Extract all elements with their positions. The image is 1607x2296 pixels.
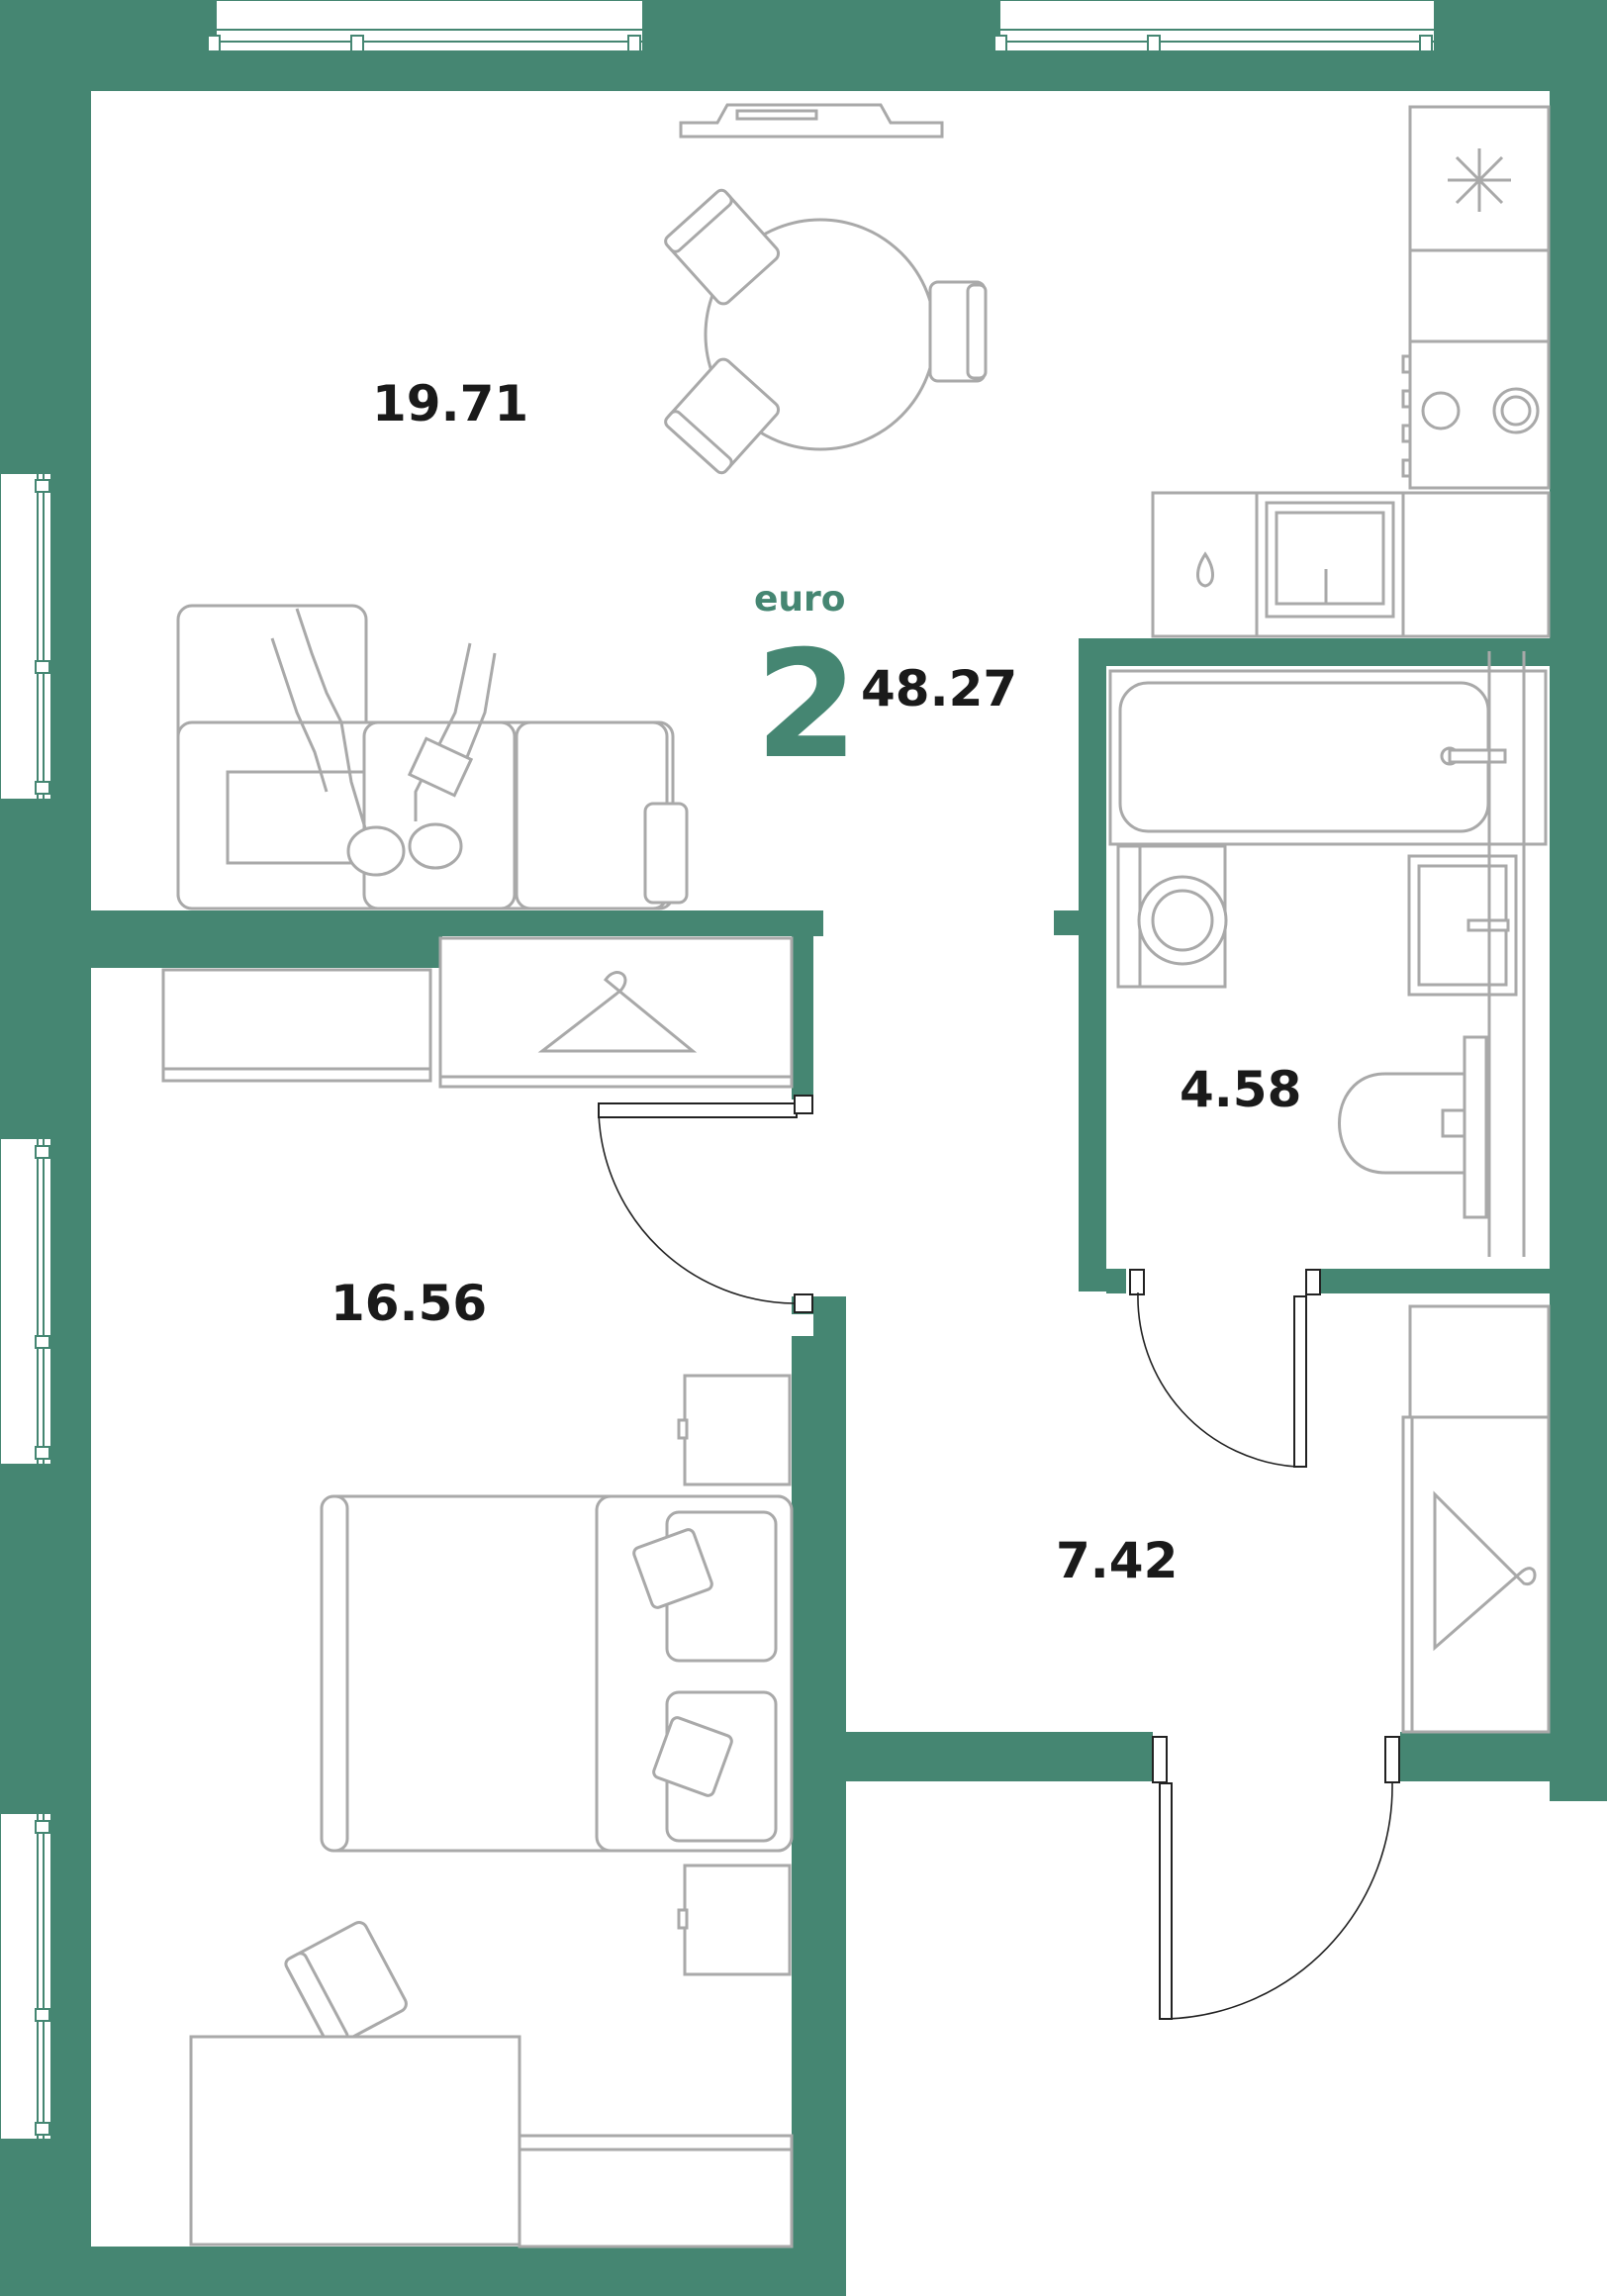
- wardrobe-hallway: [1401, 1304, 1551, 1734]
- window-left-3: [0, 1812, 52, 2141]
- rooms-count: 2: [755, 620, 858, 792]
- door-bedroom: [598, 1095, 813, 1313]
- hanger-icon: [537, 971, 698, 1053]
- window-top-left: [207, 0, 644, 52]
- wardrobe-upper: [161, 936, 794, 1089]
- dining-table: [664, 188, 988, 475]
- hanger-icon: [1433, 1490, 1537, 1652]
- area-bathroom: 4.58: [1180, 1061, 1301, 1118]
- window-left-1: [0, 472, 52, 801]
- kitchen: [1151, 105, 1551, 638]
- tv-unit: [679, 103, 944, 139]
- door-entrance: [1152, 1736, 1400, 2020]
- area-bedroom: 16.56: [331, 1275, 487, 1332]
- bathroom-fixtures: [1108, 651, 1548, 1257]
- total-area: 48.27: [861, 660, 1017, 718]
- stove-burner-icon: [1421, 387, 1540, 434]
- window-top-right: [993, 0, 1436, 52]
- door-bathroom: [1129, 1269, 1321, 1468]
- sofa: [176, 604, 689, 910]
- area-living-kitchen: 19.71: [372, 375, 528, 432]
- area-hallway: 7.42: [1056, 1532, 1178, 1589]
- snowflake-icon: [1448, 148, 1511, 212]
- window-left-2: [0, 1137, 52, 1466]
- labels: 19.71 16.56 4.58 7.42 euro 2 48.27: [331, 375, 1301, 1589]
- windows: [0, 0, 1436, 2141]
- layout-type-label: euro: [754, 579, 846, 620]
- doors: [598, 1095, 1400, 2020]
- bedroom-furniture: [189, 1374, 794, 2248]
